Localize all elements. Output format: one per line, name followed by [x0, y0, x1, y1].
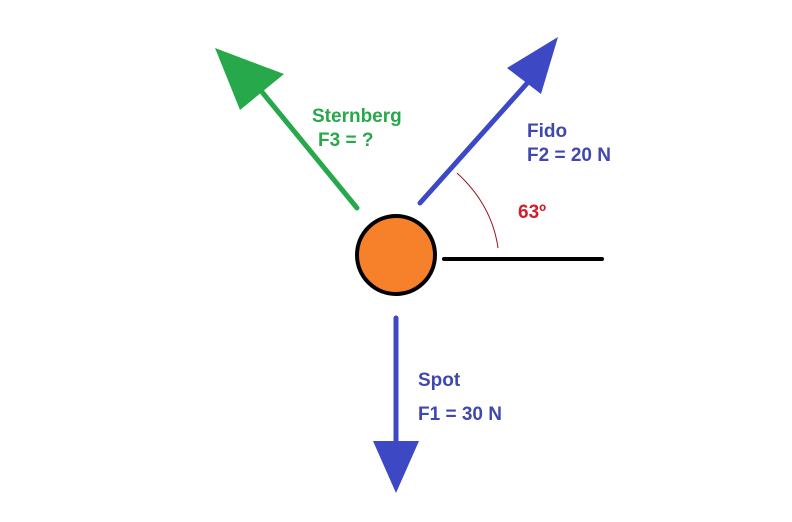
f1-value-label: F1 = 30 N: [418, 404, 502, 425]
f1-arrow: [373, 315, 419, 493]
f2-name-label: Fido: [527, 121, 567, 142]
f2-value-label: F2 = 20 N: [527, 145, 611, 166]
f1-name-label: Spot: [418, 370, 461, 391]
angle-arc: [456, 172, 499, 249]
angle-label: 63º: [518, 202, 546, 223]
f3-arrow: [215, 48, 360, 211]
object-ball: [355, 214, 437, 296]
f3-name-label: Sternberg: [312, 106, 402, 127]
f2-arrow: [417, 37, 558, 206]
f3-value-label: F3 = ?: [318, 130, 373, 151]
